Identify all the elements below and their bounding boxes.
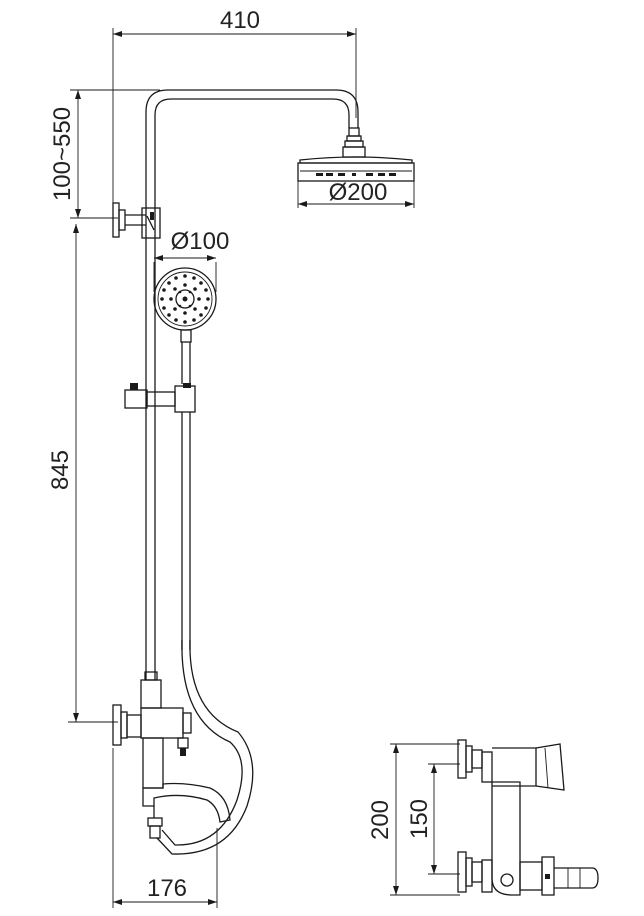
dimension-label-spout-projection: 176 — [147, 875, 187, 902]
dimension-label-rail-height: 845 — [47, 450, 74, 490]
dimension-label-hand-diameter: Ø100 — [171, 228, 230, 255]
dimension-label-overhead-diameter: Ø200 — [329, 179, 388, 206]
dimension-label-inlet-centers: 150 — [406, 799, 433, 839]
dimension-label-mixer-height: 200 — [367, 800, 394, 840]
dimension-label-overall-width: 410 — [220, 7, 260, 34]
slide-holder — [124, 383, 196, 413]
dimension-hand-diameter: Ø100 — [154, 228, 230, 261]
shower-hose — [156, 639, 254, 855]
hand-shower-head — [153, 262, 217, 384]
dimension-label-riser-adjust: 100~550 — [49, 107, 76, 201]
dimension-rail-height: 845 — [47, 224, 118, 723]
slide-rail — [181, 412, 191, 650]
shower-mixer — [112, 671, 192, 789]
dimension-overhead-diameter: Ø200 — [298, 179, 414, 207]
dimension-spout-projection: 176 — [112, 748, 218, 908]
dimension-overall-width: 410 — [112, 7, 357, 215]
bath-spout — [142, 782, 231, 839]
dimension-riser-adjust: 100~550 — [49, 89, 160, 219]
riser-pipe — [145, 89, 359, 680]
overhead-shower-head — [297, 156, 415, 208]
dimension-mixer-height: 200 — [367, 743, 460, 896]
mixer-side-view — [457, 739, 599, 896]
upper-wall-bracket — [112, 202, 161, 239]
overhead-connector — [342, 127, 366, 158]
dimension-inlet-centers: 150 — [406, 763, 460, 875]
